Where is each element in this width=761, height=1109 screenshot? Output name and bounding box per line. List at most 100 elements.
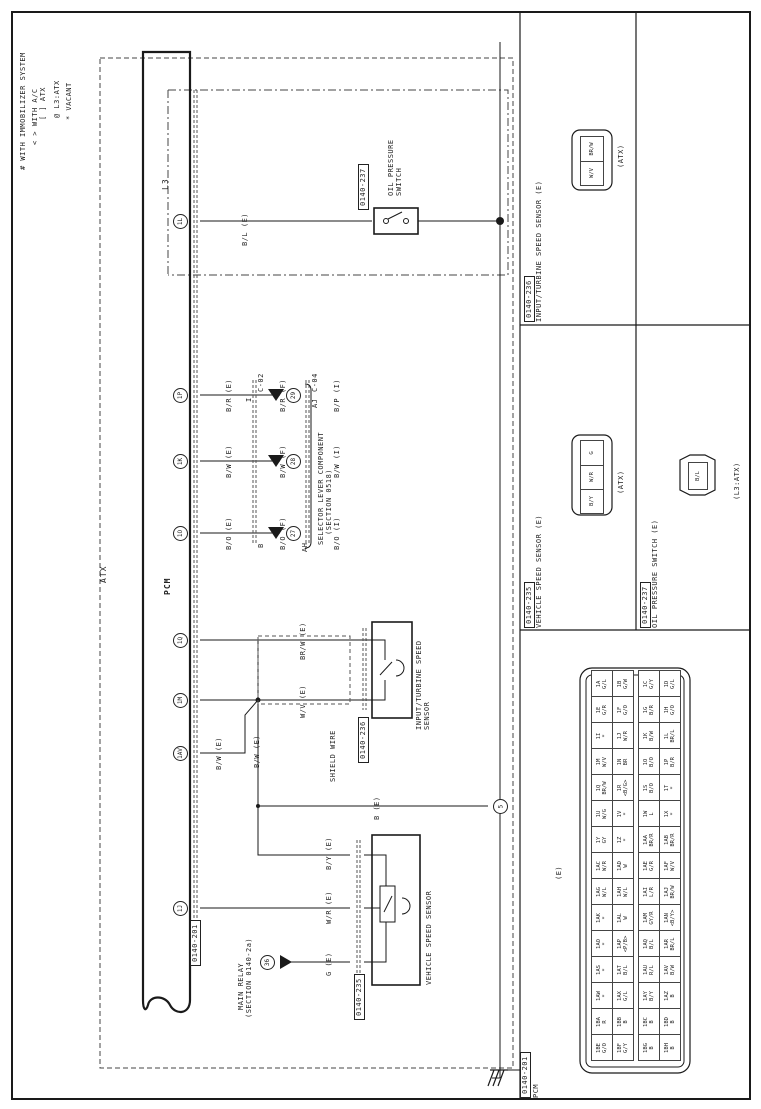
- main-relay-pin: 36: [260, 955, 275, 970]
- wire-label-bp-i: B/P (I): [333, 378, 341, 412]
- pcm-terminal-1j: 1J: [173, 901, 188, 916]
- pcm-pin-1ab: 1AB BR/R: [659, 826, 681, 853]
- legend-l3atx: @ L3:ATX: [53, 80, 61, 118]
- vss-label: VEHICLE SPEED SENSOR: [425, 890, 433, 985]
- shield-wire-label: SHIELD WIRE: [329, 730, 337, 782]
- pcm-pin-1ai: 1AI L/R: [638, 878, 660, 905]
- pcm-pin-1o: 1O B/O: [638, 748, 660, 775]
- pcm-pin-1am: 1AM GY/R: [638, 904, 660, 931]
- ops-label-1: OIL PRESSURE: [387, 139, 395, 196]
- vss-pin-g: G: [580, 440, 604, 466]
- ops-view-name: OIL PRESSURE SWITCH (E): [651, 519, 659, 628]
- pcm-pin-1as: 1AS *: [591, 956, 613, 983]
- pcm-pin-1aj: 1AJ BR/W: [659, 878, 681, 905]
- pcm-pin-1bb: 1BB B: [612, 1008, 634, 1035]
- pcm-pin-1ap: 1AP <P/B>: [612, 930, 634, 957]
- connector-pin-ah: AH: [301, 542, 309, 552]
- pcm-pin-1bc: 1BC B: [638, 1008, 660, 1035]
- pcm-pin-1h: 1H G/O: [659, 696, 681, 723]
- wire-label-wr: W/R (E): [325, 890, 333, 924]
- pcm-pin-1an: 1AN <B/Y>: [659, 904, 681, 931]
- pcm-pin-1a: 1A G/L: [591, 670, 613, 697]
- ops-view-note: (L3:ATX): [733, 462, 741, 500]
- vss-view-name: VEHICLE SPEED SENSOR (E): [535, 514, 543, 628]
- pcm-terminal-1o: 1O: [173, 526, 188, 541]
- pcm-pin-1y: 1Y GY: [591, 826, 613, 853]
- itss-view-name: INPUT/TURBINE SPEED SENSOR (E): [535, 180, 543, 322]
- wire-label-bw-a: B/W (E): [215, 736, 223, 770]
- pcm-pin-1ar: 1AR BR/L: [659, 930, 681, 957]
- pcm-pin-1g: 1G B/R: [638, 696, 660, 723]
- pcm-terminal-1k: 1K: [173, 454, 188, 469]
- pcm-pin-1f: 1F G/O: [612, 696, 634, 723]
- ground-point-5: 5: [493, 799, 508, 814]
- pcm-module-label: PCM: [163, 577, 172, 595]
- atx-region-label: ATX: [99, 565, 108, 583]
- pcm-pin-1bd: 1BD B: [659, 1008, 681, 1035]
- pcm-terminal-1p: 1P: [173, 388, 188, 403]
- wire-label-bw-i: B/W (I): [333, 444, 341, 478]
- pcm-pin-1be: 1BE G/O: [591, 1034, 613, 1061]
- main-relay-label: MAIN RELAY: [237, 962, 245, 1010]
- pcm-pin-1bg: 1BG B: [638, 1034, 660, 1061]
- pcm-pin-1af: 1AF W/V: [659, 852, 681, 879]
- pcm-pin-1az: 1AZ B: [659, 982, 681, 1009]
- connector-c04-label: C-04: [311, 373, 319, 392]
- pcm-pin-1at: 1AT B/L: [612, 956, 634, 983]
- pcm-pin-1ag: 1AG W/L: [591, 878, 613, 905]
- pcm-pin-1z: 1Z *: [612, 826, 634, 853]
- connector-c02-label: C-02: [257, 373, 265, 392]
- ops-label-2: SWITCH: [395, 167, 403, 196]
- pcm-pin-1bh: 1BH B: [659, 1034, 681, 1061]
- pcm-pin-1ao: 1AO *: [591, 930, 613, 957]
- pcm-view-name: PCM: [532, 1083, 540, 1098]
- pcm-pin-1al: 1AL W: [612, 904, 634, 931]
- pcm-pin-1aq: 1AQ B/L: [638, 930, 660, 957]
- pcm-pin-1w: 1W L: [638, 800, 660, 827]
- pcm-terminal-1m: 1M: [173, 693, 188, 708]
- pcm-pin-1m: 1M W/V: [591, 748, 613, 775]
- pcm-view-code: 0140-201: [520, 1052, 531, 1098]
- pcm-pin-1ay: 1AY B/Y: [638, 982, 660, 1009]
- pcm-pin-1s: 1S B/O: [638, 774, 660, 801]
- legend-vacant: * VACANT: [65, 82, 73, 120]
- pcm-pin-1d: 1D G/L: [659, 670, 681, 697]
- pcm-pin-1t: 1T *: [659, 774, 681, 801]
- pcm-connector-code: 0140-201: [190, 920, 201, 966]
- pcm-pin-1ad: 1AD W: [612, 852, 634, 879]
- wire-label-by: B/Y (E): [325, 836, 333, 870]
- pcm-pin-1u: 1U W/G: [591, 800, 613, 827]
- itss-label-2: SENSOR: [423, 701, 431, 730]
- pcm-pin-1p: 1P B/R: [659, 748, 681, 775]
- pcm-pin-1aw: 1AW *: [591, 982, 613, 1009]
- pcm-pin-1q: 1Q BR/W: [591, 774, 613, 801]
- pcm-view-variant: (E): [555, 865, 563, 880]
- main-relay-section: (SECTION 0140-2a): [245, 937, 253, 1018]
- pcm-terminal-1q: 1Q: [173, 633, 188, 648]
- pcm-pin-1r: 1R <B/G>: [612, 774, 634, 801]
- pcm-pin-1l: 1L BR/L: [659, 722, 681, 749]
- pcm-pin-1bf: 1BF G/Y: [612, 1034, 634, 1061]
- pcm-pin-1au: 1AU R/L: [638, 956, 660, 983]
- itss-pin-brw: BR/W: [580, 136, 604, 162]
- ops-view-code: 0140-237: [640, 582, 651, 628]
- vss-connector-code: 0140-235: [354, 974, 365, 1020]
- pcm-pin-1b: 1B G/W: [612, 670, 634, 697]
- pcm-terminal-1l: 1L: [173, 214, 188, 229]
- pcm-pin-1ah: 1AH W/L: [612, 878, 634, 905]
- vss-pin-wr: W/R: [580, 464, 604, 490]
- pcm-pin-1x: 1X *: [659, 800, 681, 827]
- wire-label-bw-e: B/W (E): [225, 444, 233, 478]
- vss-view-code: 0140-235: [524, 582, 535, 628]
- pcm-terminal-1av: 1AV: [173, 746, 188, 761]
- wire-label-bo-e: B/O (E): [225, 516, 233, 550]
- ops-connector-code: 0140-237: [358, 164, 369, 210]
- pcm-pin-1ac: 1AC W/R: [591, 852, 613, 879]
- pcm-pin-1ak: 1AK *: [591, 904, 613, 931]
- legend-atx: [ ] ATX: [39, 86, 47, 120]
- pcm-pin-1ax: 1AX G/L: [612, 982, 634, 1009]
- pcm-pin-1k: 1K B/W: [638, 722, 660, 749]
- pcm-pin-1i: 1I *: [591, 722, 613, 749]
- selector-pin-27: 27: [286, 526, 301, 541]
